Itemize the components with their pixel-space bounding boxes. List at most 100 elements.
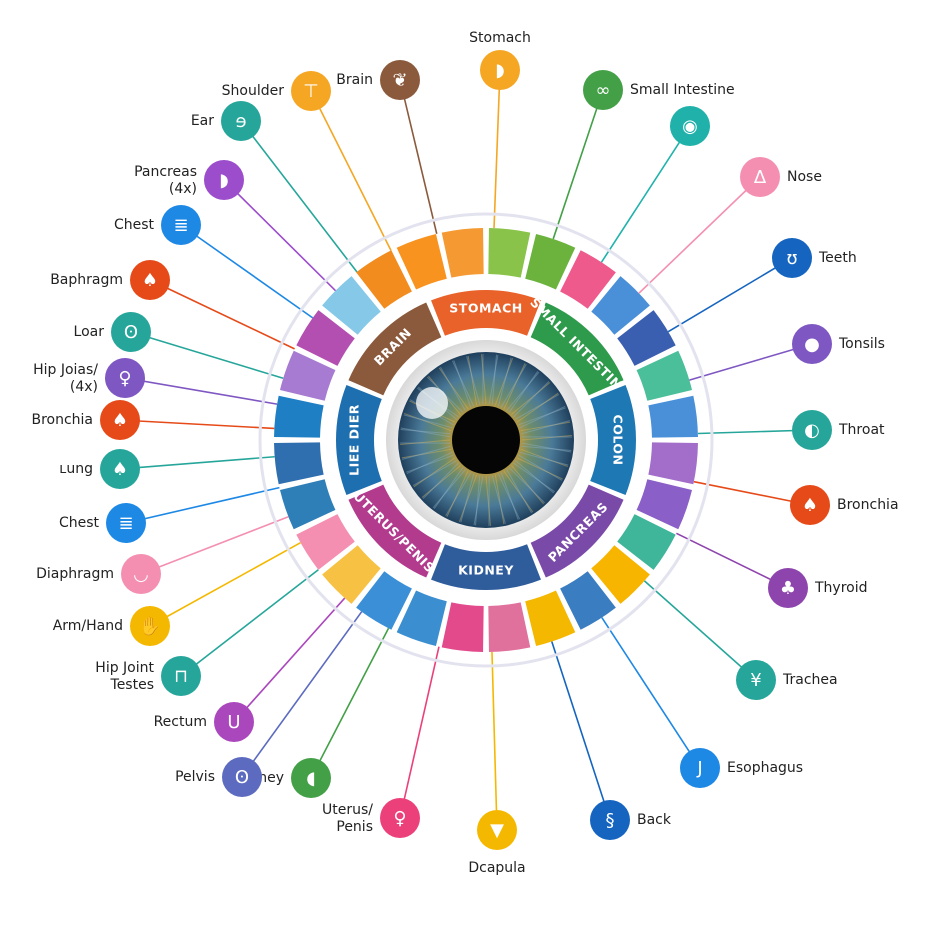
connector-line [399,646,440,819]
organ-item: ♠ Baphragm [50,260,170,300]
organ-label: Teeth [818,250,857,266]
connector-line [125,486,280,524]
organ-item: ♠Bronchia [790,485,899,525]
tooth-icon-glyph: ʊ [786,248,797,269]
outer-segment [274,442,324,485]
nose-icon [740,157,780,197]
inner-segment [590,385,636,495]
connector-line [551,641,611,821]
organ-label: Small Intestine [630,82,735,98]
organ-item: ● Tonsils [792,324,885,364]
inner-ring-label: KIDNEY [458,563,514,578]
throat-icon [792,410,832,450]
outer-segment [591,276,650,335]
outer-segment [274,395,324,438]
outer-segment [296,514,355,570]
connector-line [689,343,813,381]
outer-segment [441,602,484,652]
connector-line [223,179,337,292]
uterus-icon-glyph: ♀ [393,808,406,829]
organ-label: Shoulder [222,83,285,99]
organ-item: §Back [590,800,672,840]
outer-segment [617,310,676,366]
outer-ring-border [258,212,714,668]
connector-line [180,224,314,319]
organ-label: Tonsils [838,336,885,352]
ear-icon [221,101,261,141]
organ-label: Arm/Hand [53,618,123,634]
ribcage-icon-glyph: ≣ [118,513,133,534]
inner-segment [530,302,624,396]
uterus-small-icon-glyph: ♀ [118,368,131,389]
inner-segment [530,484,624,578]
organ-item: ♀ Uterus/Penis [322,798,420,838]
organ-item: ◉ [670,106,710,146]
eye-illustration [386,340,586,540]
outer-segment [322,276,381,335]
connector-line [491,651,498,831]
connector-line [676,532,789,589]
inner-ring-label: COLON [611,415,626,466]
uterus-icon [380,798,420,838]
organ-item: ≣Chest [114,205,201,245]
outer-segment [356,250,412,309]
organ-label: Dcapula [468,860,525,876]
head-icon-glyph: ● [804,334,820,355]
organ-label: Baphragm [50,272,123,288]
inner-segment [431,290,541,336]
organ-item: ∆Nose [740,157,822,197]
hip-joint-icon [161,656,201,696]
inner-ring-label: LIEE DIER [347,404,362,476]
organ-label: Uterus/Penis [322,802,373,835]
organ-label: Loar [74,324,105,340]
inner-ring-label: STOMACH [449,301,522,316]
connector-line [310,627,390,779]
lungs-icon-glyph: ♠ [802,495,818,516]
stomach-icon-glyph: ◗ [495,60,504,81]
connector-line [399,79,438,234]
connector-line [552,89,604,240]
thyroid-icon-glyph: ♣ [780,578,796,599]
pelvis-icon-glyph: ʘ [235,767,249,788]
outer-segment [356,571,412,630]
outer-segment [648,395,698,438]
connector-line [119,419,275,430]
eye-icon-glyph: ◉ [682,116,698,137]
kidney-icon [291,758,331,798]
organ-item: ◗ Stomach [469,30,531,90]
organ-label: Chest [59,515,100,531]
outer-segment [488,228,531,278]
eye-icon [670,106,710,146]
connector-line [643,580,757,681]
rectum-icon [214,702,254,742]
organ-item: ◡Diaphragm [36,554,161,594]
inner-segment [348,302,442,396]
outer-segment [322,545,381,604]
organ-label: Esophagus [727,760,803,776]
pelvis-small-icon [111,312,151,352]
connector-line [600,125,691,263]
spine-icon [590,800,630,840]
hip-joint-icon-glyph: ⊓ [174,666,188,687]
lungs-small-icon-glyph: ♠ [142,270,158,291]
organ-label: Ear [191,113,214,129]
connector-line [638,176,761,294]
hand-icon-glyph: ✋ [139,615,161,637]
connector-line [149,279,295,350]
organ-label: Stomach [469,30,531,46]
organ-item: ♣Thyroid [768,568,868,608]
organ-label: Pelvis [175,769,215,785]
pancreas-icon-glyph: ◗ [219,170,228,191]
pupil [452,406,520,474]
outer-segment [396,590,447,647]
connector-line [240,120,358,273]
organ-label: Trachea [782,672,838,688]
organ-item: ♠Bronchia [31,400,140,440]
organ-item: ❦Brain [336,60,420,100]
organ-item: ʘ Pelvis [175,757,262,797]
brain-icon-glyph: ❦ [392,70,407,91]
